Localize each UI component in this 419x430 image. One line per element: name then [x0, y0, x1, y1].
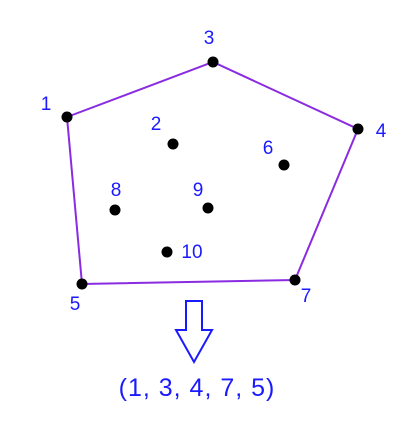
point-1-dot [61, 111, 73, 123]
point-5-dot [76, 278, 88, 290]
point-5-label: 5 [70, 294, 81, 315]
point-2-dot [167, 138, 179, 150]
point-8-dot [109, 204, 121, 216]
convex-hull-polygon [65, 60, 360, 286]
point-9-label: 9 [193, 180, 204, 201]
point-2-label: 2 [151, 114, 162, 135]
point-7-label: 7 [301, 286, 312, 307]
point-10-dot [161, 246, 173, 258]
hollow-down-arrow-icon [174, 300, 214, 365]
point-9-dot [202, 202, 214, 214]
points-layer: 1 2 3 4 5 6 7 8 9 10 [41, 28, 387, 315]
point-6-label: 6 [263, 138, 274, 159]
point-3-dot [207, 56, 219, 68]
point-1-label: 1 [41, 94, 52, 115]
point-4-dot [352, 123, 364, 135]
point-8-label: 8 [111, 180, 122, 201]
point-7-dot [289, 274, 301, 286]
point-10-label: 10 [181, 242, 202, 263]
point-4-label: 4 [376, 121, 387, 142]
point-3-label: 3 [204, 28, 215, 49]
hull-result-sequence: (1, 3, 4, 7, 5) [119, 374, 276, 402]
point-6-dot [278, 159, 290, 171]
